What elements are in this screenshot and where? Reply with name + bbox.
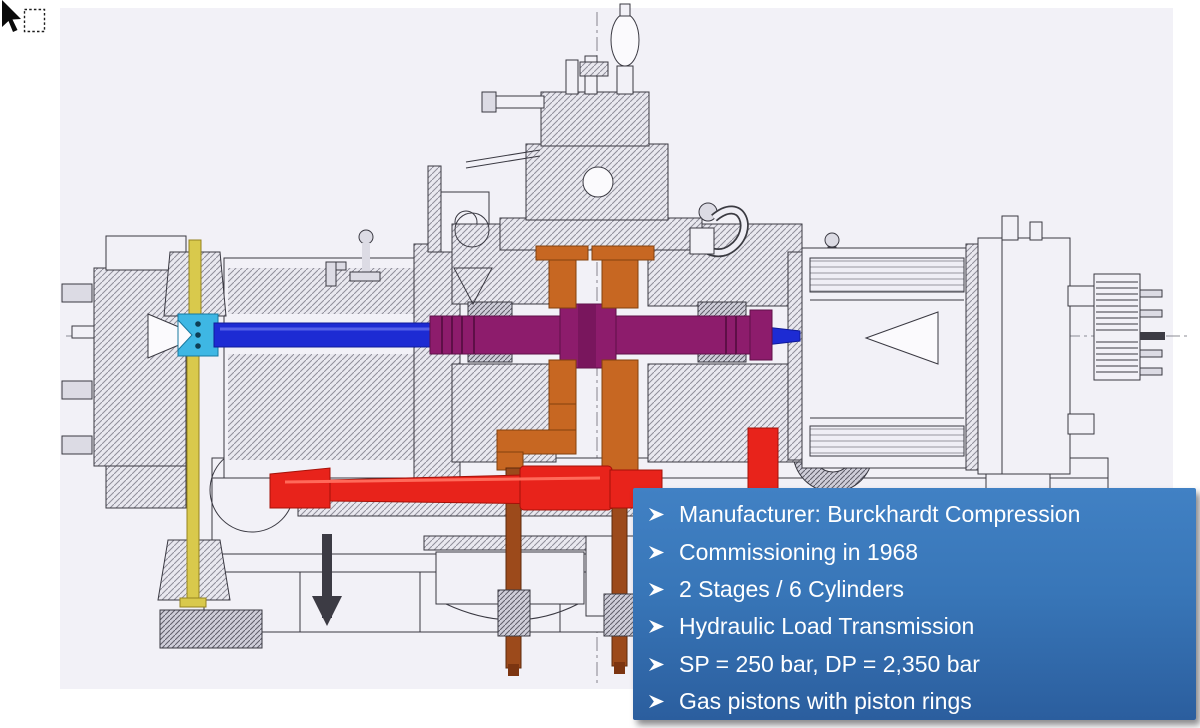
spec-item: Commissioning in 1968 [648, 533, 1188, 570]
pipe-collar [603, 593, 637, 637]
spec-item-text: Gas pistons with piston rings [679, 688, 972, 715]
spec-item-text: Commissioning in 1968 [679, 538, 919, 565]
bullet-arrow-icon [648, 581, 665, 598]
bullet-arrow-icon [648, 656, 665, 673]
foundation-block [159, 609, 263, 649]
bullet-arrow-icon [648, 618, 665, 635]
small-valve [824, 232, 840, 248]
valve-tower [453, 3, 703, 306]
anchor-bolt [322, 534, 332, 618]
left-cylinder [223, 165, 490, 479]
selection-box-icon [23, 8, 46, 33]
bullet-arrow-icon [648, 693, 665, 710]
drive-beam-highlight-red [269, 427, 779, 511]
bullet-arrow-icon [648, 506, 665, 523]
yoke-highlight-orange [496, 245, 655, 676]
stud-bolt [61, 380, 93, 400]
info-box: Manufacturer: Burckhardt Compression Com… [633, 488, 1196, 720]
spec-item: Gas pistons with piston rings [648, 683, 1188, 720]
valve-handle [358, 229, 374, 245]
stud-bolt [61, 435, 93, 455]
pipe-collar [497, 589, 531, 637]
accumulator-bulb [610, 13, 640, 67]
spec-item-text: 2 Stages / 6 Cylinders [679, 575, 905, 602]
spec-list: Manufacturer: Burckhardt Compression Com… [648, 496, 1188, 720]
support-bracket [427, 165, 442, 253]
spec-item-text: Hydraulic Load Transmission [679, 613, 975, 640]
bullet-arrow-icon [648, 544, 665, 561]
cursor-arrow-icon [2, 0, 21, 32]
spec-item: SP = 250 bar, DP = 2,350 bar [648, 646, 1188, 683]
spec-item: 2 Stages / 6 Cylinders [648, 571, 1188, 608]
spec-item-text: SP = 250 bar, DP = 2,350 bar [679, 650, 980, 677]
spec-item-text: Manufacturer: Burckhardt Compression [679, 501, 1081, 528]
right-cylinder [787, 215, 1165, 475]
spec-item: Hydraulic Load Transmission [648, 608, 1188, 645]
tail-cone [864, 311, 939, 365]
tie-rod-highlight-yellow [157, 239, 231, 608]
stud-bolt [61, 283, 93, 303]
spec-item: Manufacturer: Burckhardt Compression [648, 496, 1188, 533]
gas-piston-highlight-magenta [429, 303, 773, 369]
coupling-highlight-cyan [177, 313, 219, 357]
mouse-cursor [2, 0, 46, 33]
ribbed-end-cap [1093, 273, 1141, 381]
